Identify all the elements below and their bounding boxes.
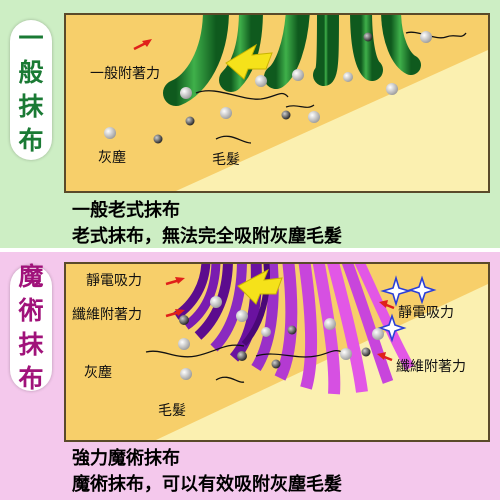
ordinary-cloth-description: 老式抹布，無法完全吸附灰塵毛髮 <box>72 226 342 247</box>
dust-particle <box>308 111 320 123</box>
side-char: 抹 <box>18 92 44 121</box>
dust-particle-dark <box>153 134 163 144</box>
floor-shade <box>66 15 488 191</box>
green-fiber <box>313 15 339 86</box>
magic-cloth-panel: 魔 術 抹 布 <box>0 252 500 500</box>
static-sparkles <box>377 275 437 343</box>
fiber-strip <box>327 264 368 393</box>
side-char: 布 <box>18 126 44 155</box>
side-char: 魔 <box>18 262 44 291</box>
dust-particle <box>292 69 304 81</box>
hair-strand <box>215 376 245 383</box>
red-arrow-head <box>377 352 386 360</box>
side-char: 般 <box>18 58 44 87</box>
red-arrow <box>133 39 152 51</box>
pressure-arrow <box>237 268 283 305</box>
side-char: 布 <box>18 364 44 393</box>
dust-particle <box>420 31 432 43</box>
side-char: 抹 <box>18 330 44 359</box>
static-force-label-left: 靜電吸力 <box>86 273 142 289</box>
hair-label: 毛髮 <box>212 152 240 168</box>
sparkle-icon <box>407 275 437 305</box>
dust-particle-dark <box>185 116 195 126</box>
dust-particle <box>220 107 232 119</box>
adhesion-label: 一般附著力 <box>90 66 160 82</box>
dust-particle-dark <box>237 351 247 361</box>
dust-particle <box>340 348 352 360</box>
green-fiber <box>350 15 383 81</box>
dust-particle <box>255 75 267 87</box>
magic-cloth-description: 魔術抹布，可以有效吸附灰塵毛髮 <box>72 474 342 495</box>
dust-particle-dark <box>281 110 291 120</box>
red-arrows <box>165 277 395 362</box>
dust-particles <box>178 296 384 380</box>
hair-strand <box>285 104 315 108</box>
hair-strand <box>195 90 289 100</box>
fiber-strip <box>312 264 341 395</box>
dust-particle <box>372 328 384 340</box>
dust-label: 灰塵 <box>98 150 126 166</box>
dust-particle <box>236 310 248 322</box>
dust-particle <box>343 72 353 82</box>
hair-strand <box>145 344 245 358</box>
dust-particle-dark <box>361 347 371 357</box>
magic-cloth-title: 強力魔術抹布 <box>72 448 180 469</box>
magic-cloth-drawing <box>66 264 488 440</box>
hair-strand <box>405 31 467 39</box>
dust-particle-dark <box>179 315 189 325</box>
green-fiber <box>381 15 421 75</box>
sparkle-icon <box>377 313 407 343</box>
dust-particle-dark <box>363 32 373 42</box>
pressure-arrow <box>225 43 273 80</box>
dust-particle <box>261 327 271 337</box>
dust-particle <box>210 296 222 308</box>
ordinary-cloth-drawing <box>66 15 488 191</box>
fiber-strip <box>229 264 262 362</box>
fiber-strip <box>251 264 279 371</box>
dust-particle <box>324 318 336 330</box>
fiber-adhesion-label-left: 纖維附著力 <box>72 307 142 323</box>
dust-particles <box>104 31 432 144</box>
magic-cloth-side-label: 魔 術 抹 布 <box>10 262 52 393</box>
fiber-strip <box>298 264 318 390</box>
side-char: 一 <box>18 24 44 53</box>
dust-particle <box>180 368 192 380</box>
red-arrow-head <box>175 309 185 316</box>
hair-strand <box>215 135 252 144</box>
hair-label: 毛髮 <box>158 403 186 419</box>
dust-particle <box>386 83 398 95</box>
ordinary-cloth-illustration: 一般附著力 灰塵 毛髮 <box>64 13 490 193</box>
hair-strand <box>255 350 343 358</box>
dust-particle <box>180 87 192 99</box>
ordinary-cloth-panel: 一 般 抹 布 <box>0 0 500 248</box>
red-arrow-head <box>379 300 388 308</box>
side-char: 術 <box>18 296 44 325</box>
fiber-adhesion-label-right: 纖維附著力 <box>396 359 466 375</box>
red-arrow-head <box>175 277 185 284</box>
dust-particle-dark <box>271 359 281 369</box>
green-fiber <box>264 15 310 89</box>
ordinary-cloth-title: 一般老式抹布 <box>72 200 180 221</box>
fiber-strip <box>183 264 221 330</box>
sparkle-icon <box>380 275 412 307</box>
magic-cloth-illustration: 靜電吸力 纖維附著力 靜電吸力 纖維附著力 灰塵 毛髮 <box>64 262 490 442</box>
fiber-strip <box>241 264 270 347</box>
ordinary-cloth-side-label: 一 般 抹 布 <box>10 20 52 160</box>
fiber-strip <box>341 264 394 384</box>
dust-particle <box>104 127 116 139</box>
fiber-strip <box>354 264 415 371</box>
dust-label: 灰塵 <box>84 365 112 381</box>
static-force-label-right: 靜電吸力 <box>398 305 454 321</box>
fiber-strip <box>210 264 247 352</box>
dust-particle <box>178 338 190 350</box>
dust-particle-dark <box>287 325 297 335</box>
